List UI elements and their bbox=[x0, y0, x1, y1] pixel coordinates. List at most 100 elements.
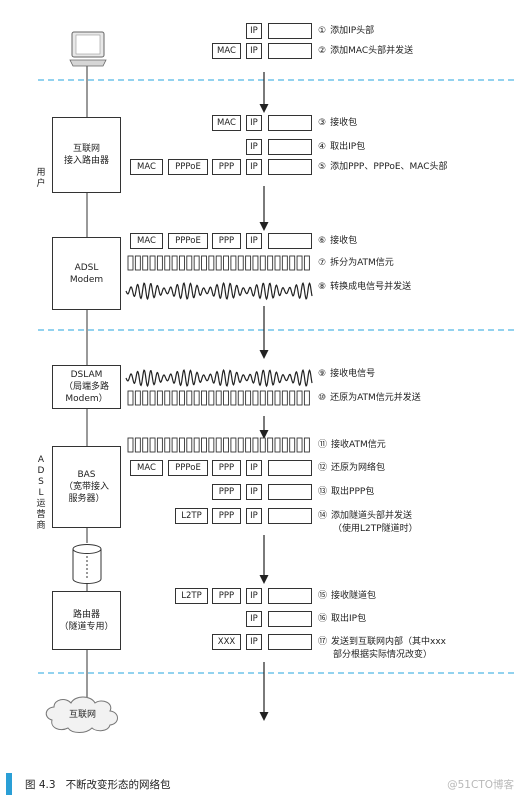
step-number: ② bbox=[318, 46, 327, 56]
atm-cell bbox=[237, 255, 244, 271]
computer-icon bbox=[69, 31, 107, 67]
atm-cell bbox=[193, 437, 200, 453]
atm-cell bbox=[156, 437, 163, 453]
dslam: DSLAM （局端多路 Modem） bbox=[52, 365, 121, 409]
step-number: ⑥ bbox=[318, 236, 327, 246]
atm-cell bbox=[245, 390, 252, 406]
internet-cloud-icon bbox=[45, 696, 118, 733]
atm-cell bbox=[252, 437, 259, 453]
atm-cell bbox=[296, 437, 303, 453]
step-number: ⑪ bbox=[318, 440, 328, 450]
atm-cell bbox=[171, 255, 178, 271]
step-number: ⑬ bbox=[318, 487, 328, 497]
step-text: 添加MAC头部并发送 bbox=[330, 46, 414, 56]
atm-cell bbox=[201, 390, 207, 406]
atm-cell bbox=[142, 390, 149, 406]
atm-cell bbox=[127, 255, 134, 271]
step-number: ① bbox=[318, 26, 327, 36]
user-section-label: 用户 bbox=[36, 168, 46, 189]
atm-cell bbox=[171, 437, 178, 453]
atm-cell bbox=[237, 437, 244, 453]
step-number: ⑧ bbox=[318, 282, 327, 292]
figure-caption: 图 4.3 不断改变形态的网络包 @51CTO博客 bbox=[0, 771, 524, 797]
atm-cell bbox=[267, 437, 274, 453]
step-number: ⑰ bbox=[318, 637, 328, 647]
atm-cell bbox=[149, 437, 156, 453]
packet-field-pppoe: PPPoE bbox=[168, 460, 208, 476]
packet-payload bbox=[268, 233, 312, 249]
atm-cell bbox=[274, 255, 281, 271]
atm-cell bbox=[186, 255, 193, 271]
step-number: ⑯ bbox=[318, 614, 328, 624]
packet-payload bbox=[268, 508, 312, 524]
atm-cell bbox=[245, 255, 252, 271]
atm-cell bbox=[223, 437, 230, 453]
atm-cell bbox=[267, 255, 274, 271]
atm-cell bbox=[149, 390, 156, 406]
step-number: ⑩ bbox=[318, 393, 327, 403]
packet-payload bbox=[268, 159, 312, 175]
atm-cell bbox=[127, 390, 134, 406]
packet-field-mac: MAC bbox=[130, 159, 163, 175]
atm-cell bbox=[252, 390, 259, 406]
watermark: @51CTO博客 bbox=[447, 779, 514, 791]
packet-field-l2tp: L2TP bbox=[175, 588, 208, 604]
electric-signal-wave bbox=[125, 281, 313, 301]
atm-cell bbox=[215, 437, 222, 453]
step-number: ③ bbox=[318, 118, 327, 128]
packet-field-ip: IP bbox=[246, 233, 262, 249]
atm-cell bbox=[215, 255, 222, 271]
packet-field-mac: MAC bbox=[130, 233, 163, 249]
caption-accent-bar bbox=[6, 773, 12, 795]
packet-field-ppp: PPP bbox=[212, 159, 241, 175]
atm-cell bbox=[193, 255, 200, 271]
atm-cell bbox=[252, 255, 259, 271]
packet-field-mac: MAC bbox=[212, 43, 241, 59]
atm-cell bbox=[259, 437, 266, 453]
packet-payload bbox=[268, 43, 312, 59]
adsl-modem: ADSL Modem bbox=[52, 237, 121, 310]
packet-payload bbox=[268, 23, 312, 39]
atm-cell bbox=[178, 255, 185, 271]
packet-field-ip: IP bbox=[246, 43, 262, 59]
atm-cell bbox=[237, 390, 244, 406]
packet-field-pppoe: PPPoE bbox=[168, 159, 208, 175]
step-text: 添加IP头部 bbox=[330, 26, 375, 36]
atm-cell bbox=[164, 390, 171, 406]
atm-cell bbox=[223, 255, 230, 271]
atm-cell bbox=[208, 390, 215, 406]
packet-field-ip: IP bbox=[246, 139, 262, 155]
atm-cell bbox=[171, 390, 178, 406]
atm-cell bbox=[274, 390, 281, 406]
atm-cell bbox=[267, 390, 274, 406]
step-text: 转换成电信号并发送 bbox=[330, 282, 412, 292]
packet-field-ip: IP bbox=[246, 588, 262, 604]
atm-cell bbox=[164, 437, 171, 453]
figure-title: 不断改变形态的网络包 bbox=[65, 779, 171, 791]
atm-cell bbox=[127, 437, 134, 453]
packet-field-ip: IP bbox=[246, 634, 262, 650]
atm-cell bbox=[178, 437, 185, 453]
packet-field-pppoe: PPPoE bbox=[168, 233, 208, 249]
atm-cell bbox=[193, 390, 200, 406]
step-text: 取出IP包 bbox=[330, 142, 366, 152]
step-number: ⑫ bbox=[318, 463, 328, 473]
atm-cell bbox=[215, 390, 222, 406]
atm-cell bbox=[142, 437, 149, 453]
atm-cell bbox=[281, 255, 288, 271]
flow-arrows bbox=[259, 72, 269, 721]
packet-field-ip: IP bbox=[246, 508, 262, 524]
packet-field-ppp: PPP bbox=[212, 460, 241, 476]
electric-signal-wave bbox=[125, 368, 313, 388]
step-text: 还原为ATM信元并发送 bbox=[330, 393, 421, 403]
atm-cell bbox=[142, 255, 149, 271]
packet-payload bbox=[268, 484, 312, 500]
packet-field-ip: IP bbox=[246, 23, 262, 39]
atm-cell bbox=[223, 390, 230, 406]
